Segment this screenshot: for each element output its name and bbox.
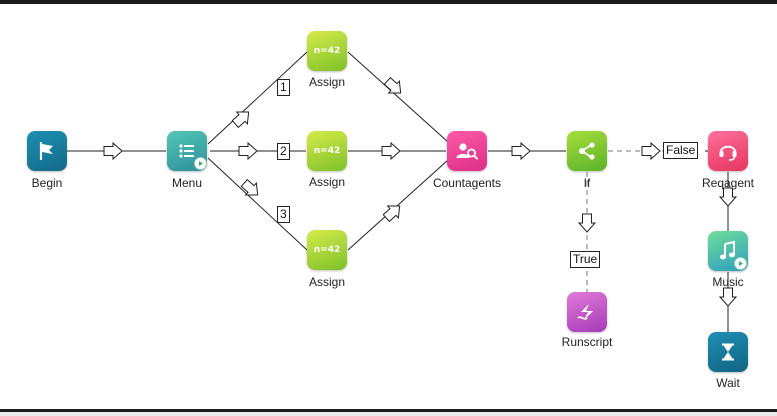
- node-wait[interactable]: [708, 332, 748, 372]
- caption-assign-3: Assign: [308, 275, 346, 289]
- node-assign-2[interactable]: n=42: [307, 131, 347, 171]
- edge-menu-assign3: [207, 157, 308, 251]
- music-note-icon: [720, 240, 735, 260]
- arrow-menu-assign1: [231, 111, 250, 129]
- assign-2-value: n=42: [313, 146, 341, 156]
- branch-label-2: 2: [277, 143, 290, 160]
- node-reqagent[interactable]: [708, 131, 748, 171]
- hourglass-icon: [722, 343, 734, 361]
- node-runscript[interactable]: [567, 292, 607, 332]
- caption-begin: Begin: [31, 176, 63, 190]
- edge-assign1-count: [347, 51, 449, 143]
- bottom-strip: [0, 412, 777, 416]
- branch-label-true: True: [570, 251, 601, 268]
- assign-1-value: n=42: [313, 46, 341, 56]
- caption-assign-1: Assign: [308, 75, 346, 89]
- play-icon: [194, 157, 207, 170]
- branch-label-false: False: [663, 142, 699, 159]
- branch-label-1: 1: [277, 79, 290, 96]
- node-begin[interactable]: [27, 131, 67, 171]
- caption-runscript: Runscript: [561, 335, 613, 349]
- caption-menu: Menu: [171, 176, 203, 190]
- play-icon: [734, 257, 747, 270]
- arrow-begin-menu: [103, 141, 123, 161]
- arrow-menu-assign2: [238, 141, 258, 161]
- arrow-assign1-count: [383, 76, 402, 94]
- arrow-music-wait: [718, 287, 738, 307]
- branch-share-icon: [579, 142, 595, 160]
- arrow-menu-assign3: [240, 178, 259, 196]
- caption-if: If: [583, 176, 591, 190]
- node-if[interactable]: [567, 131, 607, 171]
- caption-assign-2: Assign: [308, 175, 346, 189]
- edge-menu-assign1: [207, 51, 308, 145]
- bottom-border: [0, 409, 777, 412]
- script-icon: [577, 304, 593, 320]
- edge-assign3-count: [347, 159, 449, 251]
- arrow-if-false: [641, 141, 661, 161]
- caption-wait: Wait: [716, 376, 740, 390]
- flag-icon: [39, 141, 53, 161]
- assign-3-value: n=42: [313, 245, 341, 255]
- caption-music: Music: [712, 275, 744, 289]
- node-countagents[interactable]: [447, 131, 487, 171]
- caption-countagents: Countagents: [432, 176, 502, 190]
- node-assign-1[interactable]: n=42: [307, 31, 347, 71]
- arrow-assign3-count: [382, 205, 401, 223]
- arrow-reqagent-music: [718, 187, 738, 207]
- branch-label-3: 3: [277, 206, 290, 223]
- agent-search-icon: [456, 143, 478, 160]
- arrow-assign2-count: [381, 141, 401, 161]
- node-assign-3[interactable]: n=42: [307, 230, 347, 270]
- list-icon: [179, 144, 194, 158]
- arrow-if-true: [577, 213, 597, 233]
- arrow-count-if: [511, 141, 531, 161]
- top-border: [0, 0, 777, 4]
- headset-icon: [719, 145, 737, 161]
- caption-reqagent: Reqagent: [701, 176, 755, 190]
